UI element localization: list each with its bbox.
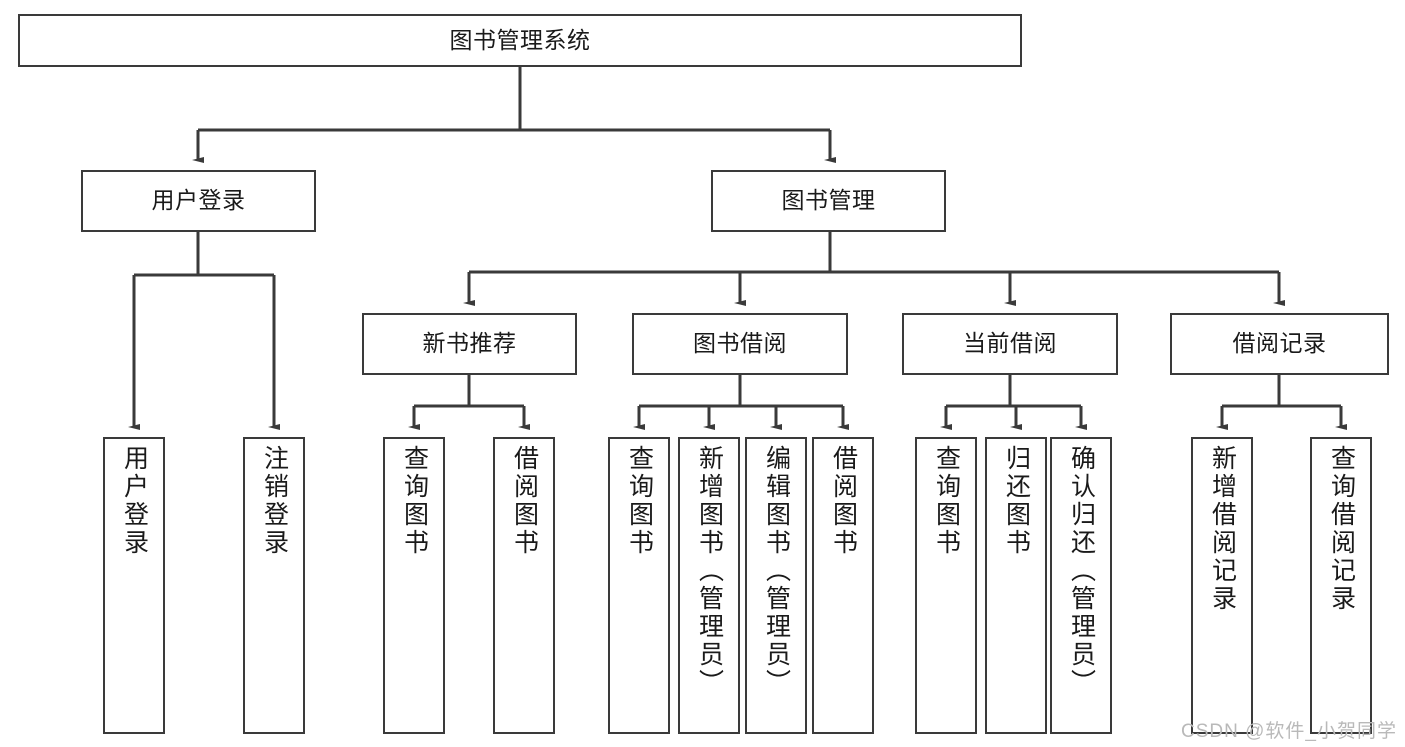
node-root-system[interactable]: 图书管理系统 [18, 14, 1022, 67]
node-book-management[interactable]: 图书管理 [711, 170, 946, 232]
leaf-recommend-query-book[interactable]: 查询图书 [383, 437, 445, 734]
node-label: 图书借阅 [693, 330, 787, 357]
node-current-borrow[interactable]: 当前借阅 [902, 313, 1118, 375]
leaf-user-login-logout[interactable]: 注销登录 [243, 437, 305, 734]
node-label: 新书推荐 [422, 330, 517, 357]
node-label: 借阅记录 [1232, 330, 1327, 357]
leaf-borrow-query-book[interactable]: 查询图书 [608, 437, 670, 734]
node-label: 归还图书 [1002, 445, 1031, 557]
node-label: 用户登录 [151, 187, 246, 214]
node-label: 借阅图书 [510, 445, 539, 557]
node-borrow-record[interactable]: 借阅记录 [1170, 313, 1389, 375]
node-label: 确认归还（管理员） [1067, 445, 1096, 697]
node-label: 借阅图书 [829, 445, 858, 557]
leaf-current-return-book[interactable]: 归还图书 [985, 437, 1047, 734]
node-label: 注销登录 [260, 445, 289, 557]
leaf-record-query-record[interactable]: 查询借阅记录 [1310, 437, 1372, 734]
node-label: 用户登录 [120, 445, 149, 557]
node-new-book-recommend[interactable]: 新书推荐 [362, 313, 577, 375]
node-label: 新增借阅记录 [1208, 445, 1237, 613]
node-label: 新增图书（管理员） [695, 445, 724, 697]
node-label: 编辑图书（管理员） [762, 445, 791, 697]
node-user-login[interactable]: 用户登录 [81, 170, 316, 232]
node-label: 当前借阅 [963, 330, 1057, 357]
node-label: 查询图书 [625, 445, 654, 557]
leaf-current-confirm-return-admin[interactable]: 确认归还（管理员） [1050, 437, 1112, 734]
node-label: 查询图书 [932, 445, 961, 557]
leaf-user-login-login[interactable]: 用户登录 [103, 437, 165, 734]
leaf-borrow-edit-book-admin[interactable]: 编辑图书（管理员） [745, 437, 807, 734]
node-book-borrow[interactable]: 图书借阅 [632, 313, 848, 375]
leaf-recommend-borrow-book[interactable]: 借阅图书 [493, 437, 555, 734]
leaf-borrow-add-book-admin[interactable]: 新增图书（管理员） [678, 437, 740, 734]
watermark-text: CSDN @软件_小贺同学 [1181, 721, 1397, 742]
leaf-borrow-borrow-book[interactable]: 借阅图书 [812, 437, 874, 734]
node-label: 图书管理 [781, 187, 876, 214]
node-label: 图书管理系统 [449, 26, 591, 53]
leaf-record-add-record[interactable]: 新增借阅记录 [1191, 437, 1253, 734]
leaf-current-query-book[interactable]: 查询图书 [915, 437, 977, 734]
node-label: 查询图书 [400, 445, 429, 557]
node-label: 查询借阅记录 [1327, 445, 1356, 613]
